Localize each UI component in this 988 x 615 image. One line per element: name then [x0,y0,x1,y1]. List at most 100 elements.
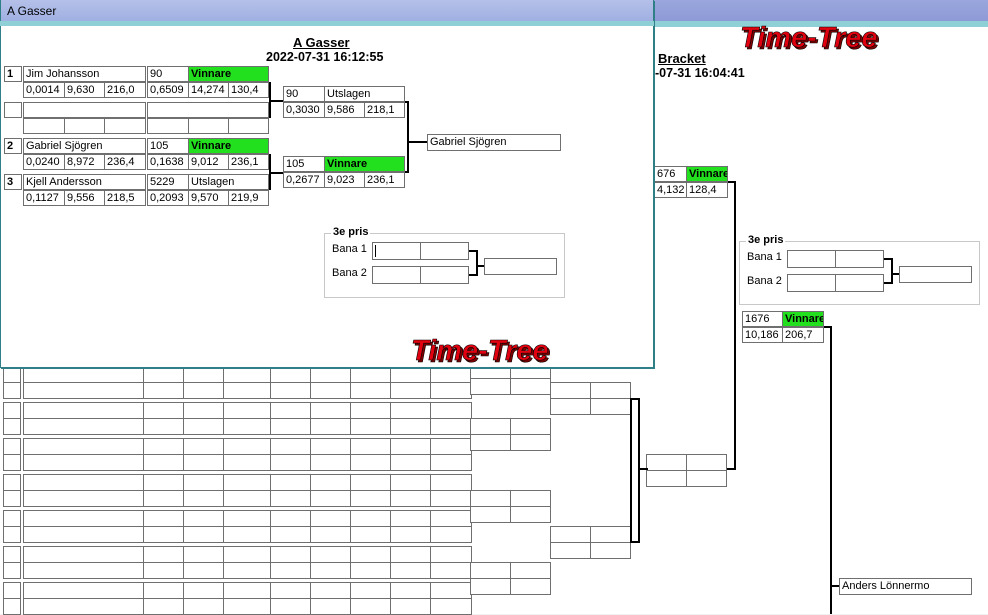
bracket-cell [350,582,391,599]
entry-2-speed: 236,4 [104,154,146,170]
logo-shadow: Time-Tree [413,337,551,366]
bracket-cell [310,546,351,563]
bracket-cell [23,546,144,563]
bracket-line [469,274,477,276]
bracket-cell [310,582,351,599]
bracket-cell [183,382,224,399]
bracket-cell [310,562,351,579]
bracket-cell [23,454,144,471]
bracket-cell [470,562,511,579]
lane2-field-b[interactable] [420,266,469,284]
lane1-label: Bana 1 [332,243,367,255]
entry-3-speed: 218,5 [104,190,146,206]
r1-3-speed: 219,9 [228,190,269,206]
bracket-cell [23,582,144,599]
r1-empty-cell [147,102,269,118]
r1-3-id: 5229 [147,174,189,190]
a-gasser-window: A Gasser A Gasser 2022-07-31 16:12:55 1 … [0,0,654,368]
final-winner-field: Gabriel Sjögren [427,134,561,151]
bracket-cell [270,438,311,455]
r2-2-rt: 0,2677 [283,172,325,188]
lane1-field-b[interactable] [835,250,884,268]
bracket-cell [23,490,144,507]
entry-empty-cell [104,118,146,134]
bracket-cell [350,418,391,435]
bracket-cell [310,438,351,455]
window-title: A Gasser [7,4,57,18]
entry-2-name: Gabriel Sjögren [23,138,146,154]
bracket-heading: Bracket [658,51,706,66]
entry-empty-name [23,102,146,118]
bracket-cell [3,546,21,563]
bracket-cell [270,402,311,419]
bracket-cell [270,382,311,399]
lane2-label: Bana 2 [747,275,782,287]
bracket-line [407,101,409,173]
bracket-cell [430,454,472,471]
bracket-cell [223,582,271,599]
bracket-cell [270,526,311,543]
bracket-cell [310,382,351,399]
bracket-cell [430,526,472,543]
bracket-cell [310,454,351,471]
entry-1-et: 9,630 [64,82,105,98]
entry-empty-cell [23,118,65,134]
lane2-field-a[interactable] [787,274,836,292]
r1-2-id: 105 [147,138,189,154]
lane1-field-b[interactable] [420,242,469,260]
page-title: A Gasser [293,35,350,50]
lane2-field-a[interactable] [372,266,421,284]
lane1-field-a[interactable] [372,242,421,260]
bracket-cell [270,582,311,599]
bracket-cell [510,418,551,435]
bracket-cell [310,474,351,491]
a-gasser-titlebar[interactable]: A Gasser [1,0,653,22]
r1-2-speed: 236,1 [228,154,269,170]
lane2-field-b[interactable] [835,274,884,292]
bracket-cell [143,582,184,599]
bracket-cell [270,490,311,507]
lane2-label: Bana 2 [332,267,367,279]
bracket-cell [510,578,551,595]
bracket-cell [223,402,271,419]
r2-1-et: 9,586 [324,102,365,118]
third-place-title: 3e pris [331,226,371,238]
sf-bottom-et: 10,186 [742,327,783,343]
bracket-cell [223,562,271,579]
bracket-cell [143,526,184,543]
bracket-cell [470,378,511,395]
bracket-cell [223,366,271,383]
bracket-cell [23,598,144,615]
bracket-cell [550,382,591,399]
bracket-cell [510,434,551,451]
bracket-cell [183,418,224,435]
text-cursor [375,245,376,257]
bracket-cell [390,562,431,579]
bracket-cell [350,382,391,399]
bracket-cell [183,454,224,471]
r1-3-rt: 0,2093 [147,190,189,206]
bracket-cell [510,562,551,579]
bracket-cell [143,418,184,435]
third-winner-field[interactable] [899,266,972,283]
bracket-cell [470,506,511,523]
window-frame-strip [0,21,654,26]
bracket-cell [390,382,431,399]
lane1-field-a[interactable] [787,250,836,268]
bracket-cell [350,474,391,491]
bracket-cell [470,418,511,435]
bracket-line [884,282,892,284]
entry-1-rt: 0,0014 [23,82,65,98]
third-winner-field[interactable] [484,258,557,275]
bracket-line [476,250,478,276]
bracket-line [638,398,640,542]
sf-top-id: 676 [654,166,687,182]
bracket-cell [550,542,591,559]
bracket-cell [390,474,431,491]
bracket-cell [470,578,511,595]
bracket-cell [3,438,21,455]
r1-2-rt: 0,1638 [147,154,189,170]
bracket-cell [3,562,21,579]
bracket-cell [470,434,511,451]
r2-1-rt: 0,3030 [283,102,325,118]
